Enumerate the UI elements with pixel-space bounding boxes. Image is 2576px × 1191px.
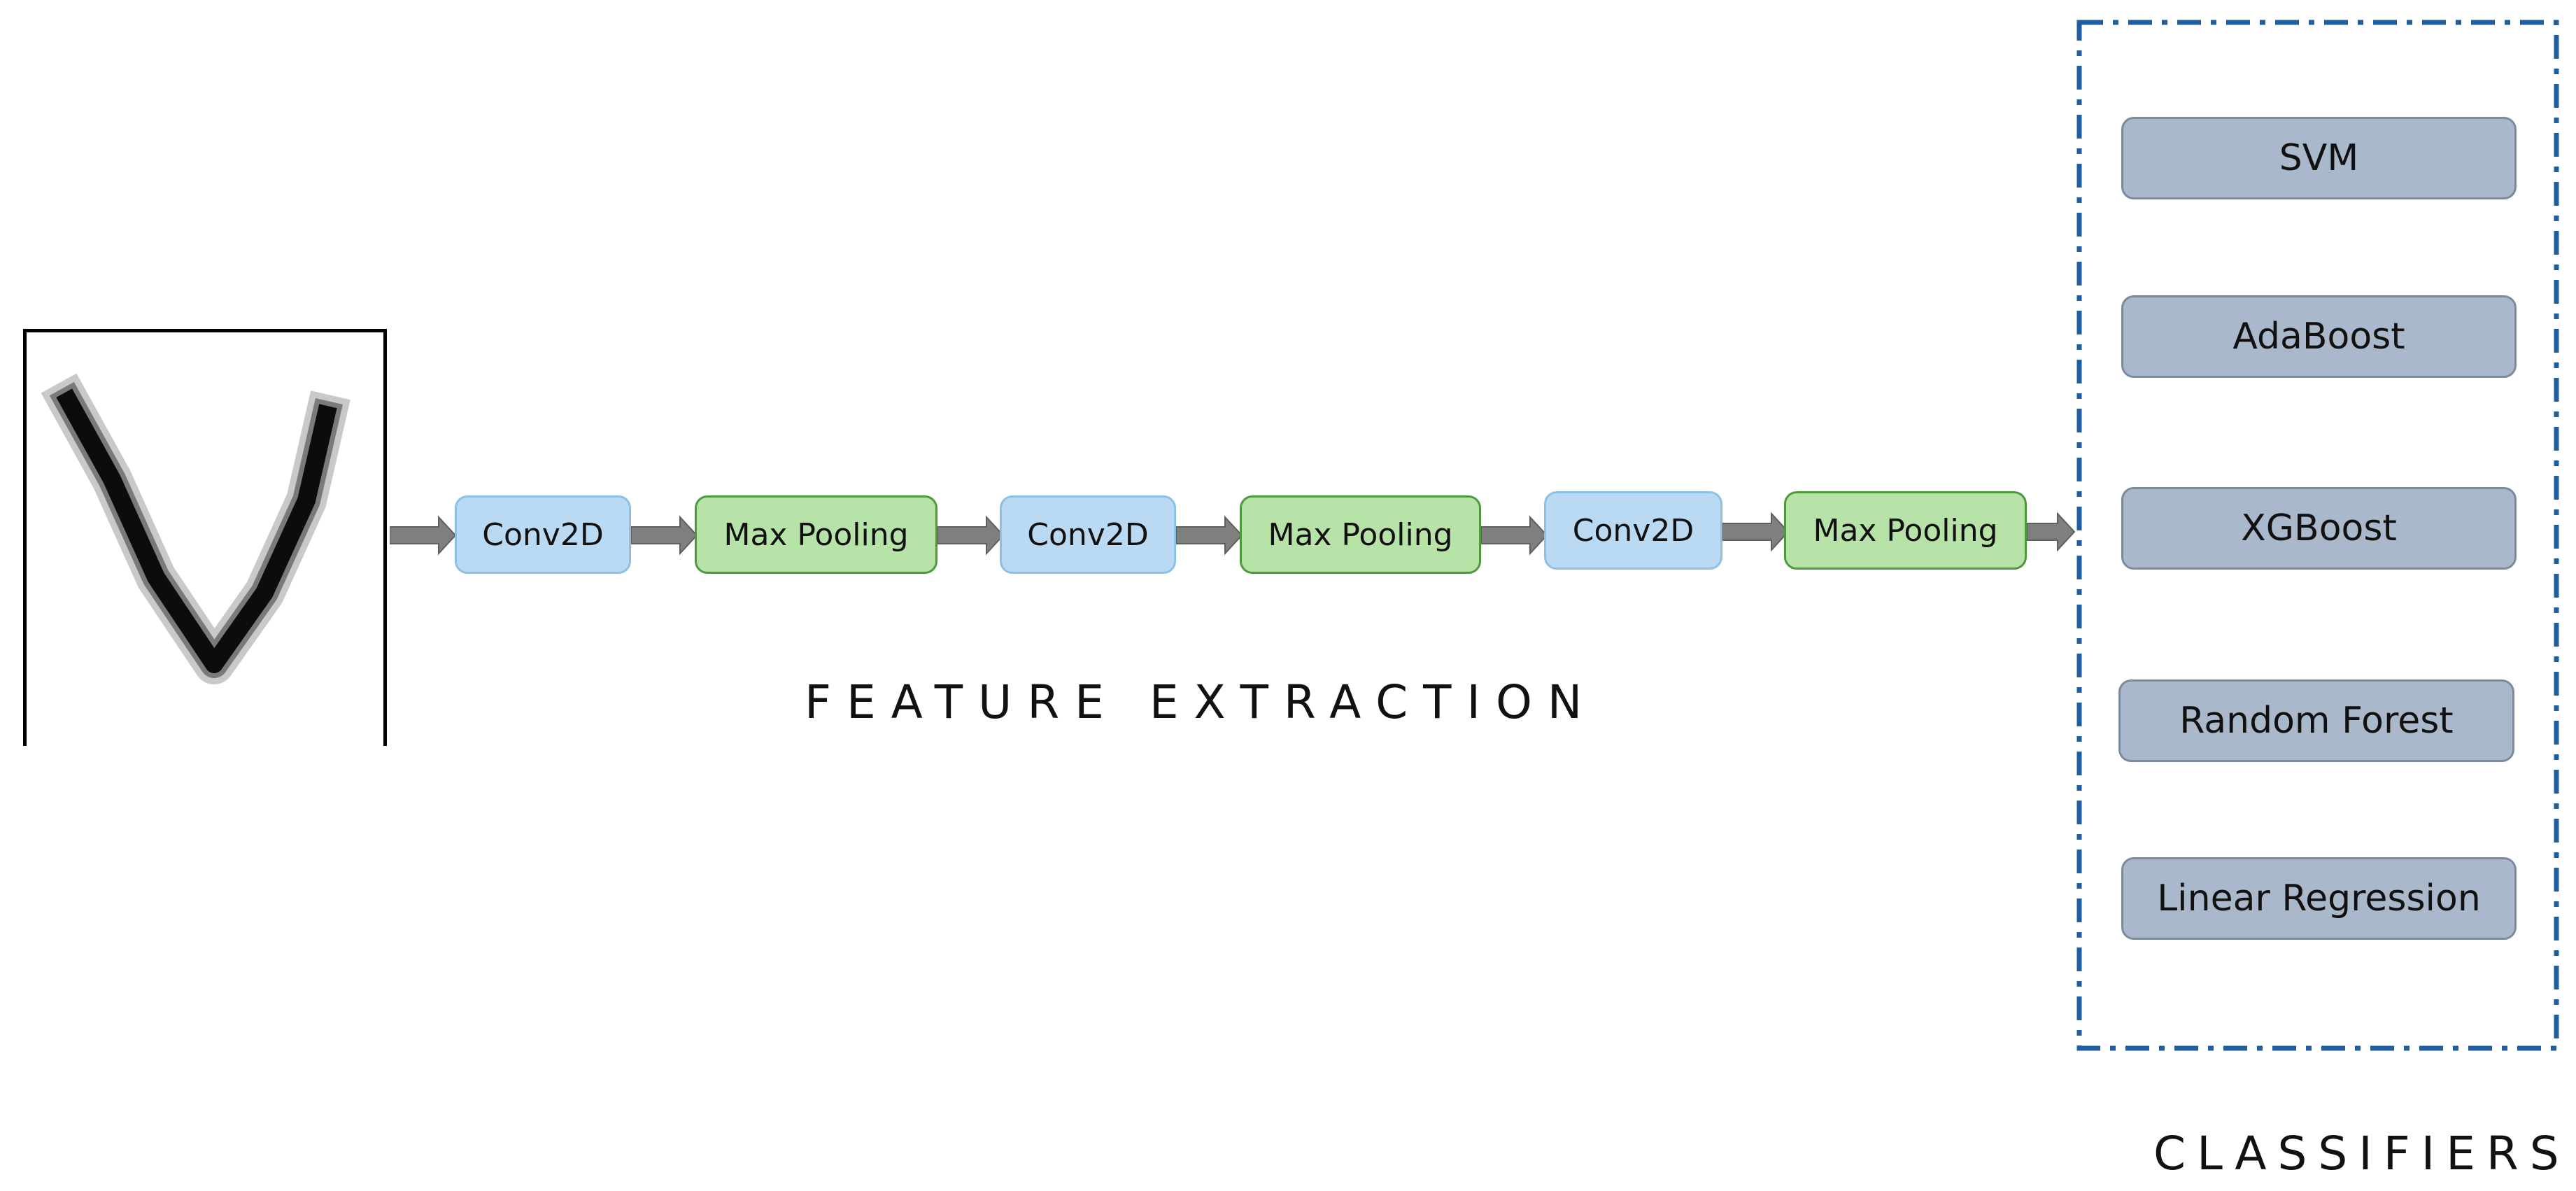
flow-arrow	[390, 514, 457, 556]
flow-arrow	[1722, 511, 1790, 553]
conv2d-block-2: Conv2D	[1000, 495, 1176, 574]
conv2d-block-1: Conv2D	[455, 495, 631, 574]
classifier-xgboost: XGBoost	[2121, 487, 2517, 570]
max-pooling-block-3: Max Pooling	[1784, 491, 2027, 570]
conv2d-block-3: Conv2D	[1544, 491, 1722, 570]
max-pooling-block-2: Max Pooling	[1240, 495, 1481, 574]
flow-arrow	[1481, 514, 1548, 556]
classifiers-caption: CLASSIFIERS	[2153, 1127, 2570, 1181]
classifier-linear-regression: Linear Regression	[2121, 857, 2517, 940]
input-image	[23, 329, 387, 746]
classifier-random-forest: Random Forest	[2118, 679, 2514, 762]
flow-arrow	[631, 514, 698, 556]
handwritten-v-digit-icon	[41, 373, 351, 684]
flow-arrow	[937, 514, 1005, 556]
classifier-adaboost: AdaBoost	[2121, 295, 2517, 378]
feature-extraction-caption: FEATURE EXTRACTION	[805, 675, 1598, 729]
max-pooling-block-1: Max Pooling	[695, 495, 937, 574]
classifiers-group	[2076, 20, 2559, 1051]
flow-arrow	[1176, 514, 1243, 556]
flow-arrow	[2027, 511, 2076, 553]
classifier-svm: SVM	[2121, 117, 2517, 199]
